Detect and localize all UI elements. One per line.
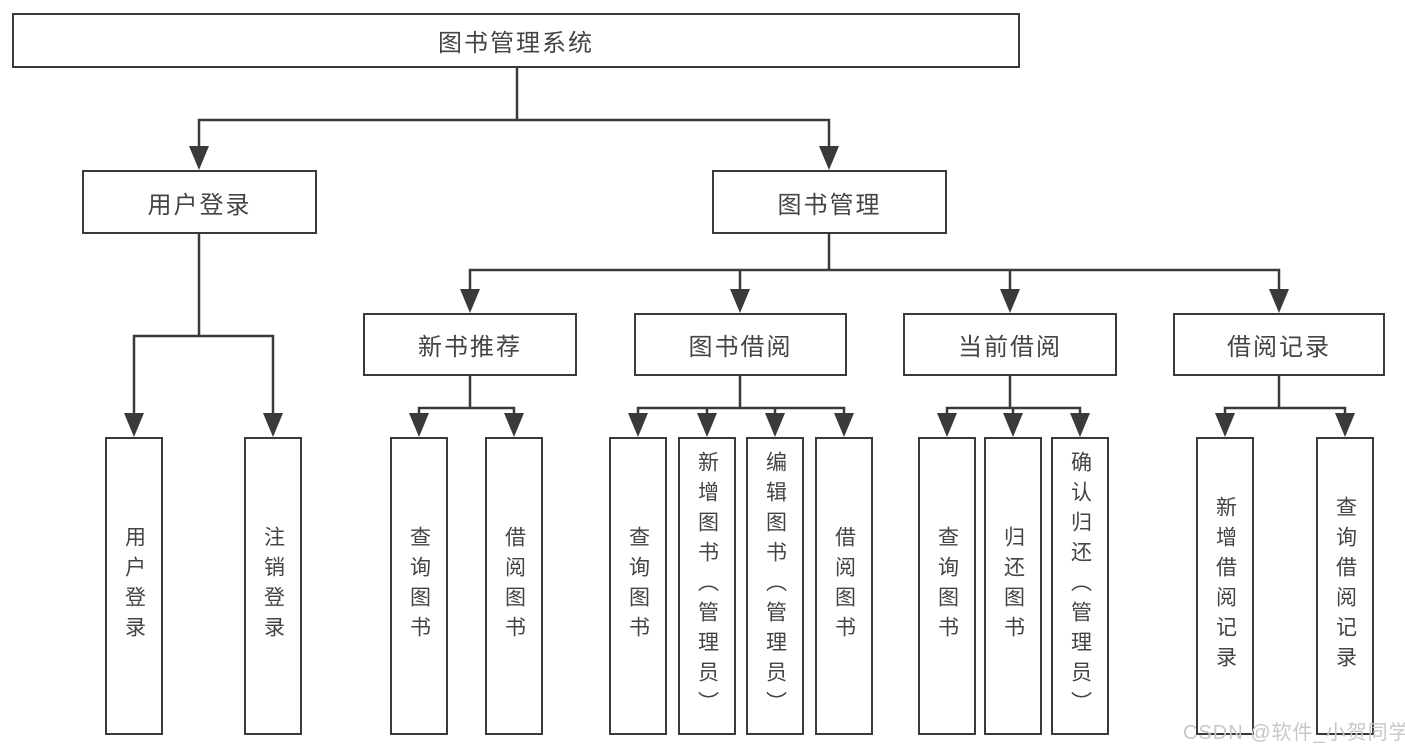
leaf-newbook-borrow-books: 借阅图书 [485, 437, 543, 735]
connector-records-to-leaves [1223, 374, 1347, 418]
node-new-book-recommend-label: 新书推荐 [418, 334, 522, 361]
leaf-current-confirm-return-admin-label: 确认归还（管理员） [1068, 451, 1092, 721]
leaf-logout-label: 注销登录 [261, 526, 285, 646]
connector-root-to-level2 [197, 66, 831, 150]
node-user-login: 用户登录 [82, 170, 317, 234]
node-book-borrowing: 图书借阅 [634, 313, 847, 376]
leaf-borrowing-borrow-books-label: 借阅图书 [832, 526, 856, 646]
node-library-system-label: 图书管理系统 [438, 30, 594, 57]
node-new-book-recommend: 新书推荐 [363, 313, 577, 376]
leaf-newbook-borrow-books-label: 借阅图书 [502, 526, 526, 646]
node-current-borrowing-label: 当前借阅 [958, 334, 1062, 361]
connector-bookmgmt-to-level3 [468, 232, 1281, 294]
leaf-current-return-books: 归还图书 [984, 437, 1042, 735]
connector-borrowing-to-leaves [636, 374, 846, 418]
node-book-borrowing-label: 图书借阅 [688, 334, 793, 361]
connector-userlogin-to-leaves [132, 232, 275, 418]
csdn-watermark: CSDN @软件_小贺同学 [1183, 722, 1405, 744]
leaf-user-login: 用户登录 [105, 437, 163, 735]
leaf-borrowing-search-books-label: 查询图书 [626, 526, 650, 646]
leaf-current-return-books-label: 归还图书 [1001, 526, 1025, 646]
leaf-records-search-record: 查询借阅记录 [1316, 437, 1374, 735]
connector-newbooks-to-leaves [417, 374, 516, 418]
node-book-management: 图书管理 [712, 170, 947, 234]
arrowheads [124, 146, 1355, 437]
leaf-borrowing-search-books: 查询图书 [609, 437, 667, 735]
leaf-current-confirm-return-admin: 确认归还（管理员） [1051, 437, 1109, 735]
node-library-system: 图书管理系统 [12, 13, 1020, 68]
node-borrow-records-label: 借阅记录 [1227, 334, 1331, 361]
leaf-borrowing-edit-books-admin-label: 编辑图书（管理员） [763, 451, 787, 721]
leaf-borrowing-add-books-admin-label: 新增图书（管理员） [695, 451, 719, 721]
leaf-newbook-search-books-label: 查询图书 [407, 526, 431, 646]
leaf-records-search-record-label: 查询借阅记录 [1333, 496, 1357, 676]
leaf-borrowing-borrow-books: 借阅图书 [815, 437, 873, 735]
node-current-borrowing: 当前借阅 [903, 313, 1117, 376]
node-borrow-records: 借阅记录 [1173, 313, 1385, 376]
node-user-login-label: 用户登录 [147, 191, 252, 219]
leaf-borrowing-add-books-admin: 新增图书（管理员） [678, 437, 736, 735]
leaf-user-login-label: 用户登录 [122, 526, 146, 646]
leaf-current-search-books: 查询图书 [918, 437, 976, 735]
leaf-logout: 注销登录 [244, 437, 302, 735]
leaf-borrowing-edit-books-admin: 编辑图书（管理员） [746, 437, 804, 735]
connector-current-to-leaves [945, 374, 1082, 418]
leaf-newbook-search-books: 查询图书 [390, 437, 448, 735]
leaf-current-search-books-label: 查询图书 [935, 526, 959, 646]
leaf-records-add-record-label: 新增借阅记录 [1213, 496, 1237, 676]
node-book-management-label: 图书管理 [777, 191, 882, 219]
leaf-records-add-record: 新增借阅记录 [1196, 437, 1254, 735]
